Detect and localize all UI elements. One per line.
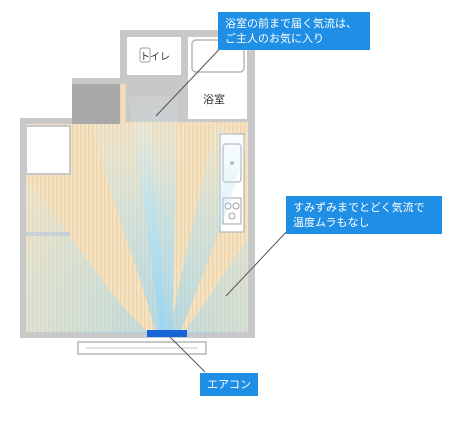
aircon-unit <box>147 330 187 337</box>
toilet-room <box>125 35 183 77</box>
callout-front-of-bath: 浴室の前まで届く気流は、 ご主人のお気に入り <box>218 12 370 50</box>
toilet-fixture <box>139 47 151 63</box>
storage-block <box>72 84 120 124</box>
leader-line-aircon <box>169 336 206 373</box>
leader-line-bath <box>155 37 231 117</box>
airflow-fan-right <box>182 240 248 334</box>
airflow-fan-center <box>128 96 178 334</box>
callout-aircon: エアコン <box>200 373 258 396</box>
bathroom-label: 浴室 <box>203 93 225 106</box>
toilet-label: トイレ <box>140 52 170 63</box>
airflow-fan-left <box>26 180 150 334</box>
leader-line-airflow <box>225 227 291 297</box>
stove-burner-3 <box>228 212 236 220</box>
callout-airflow-even: すみずみまでとどく気流で 温度ムラもなし <box>286 196 442 234</box>
airflow-fan-center-right <box>170 124 248 334</box>
left-room <box>25 125 71 175</box>
stove-burner-2 <box>232 202 240 210</box>
